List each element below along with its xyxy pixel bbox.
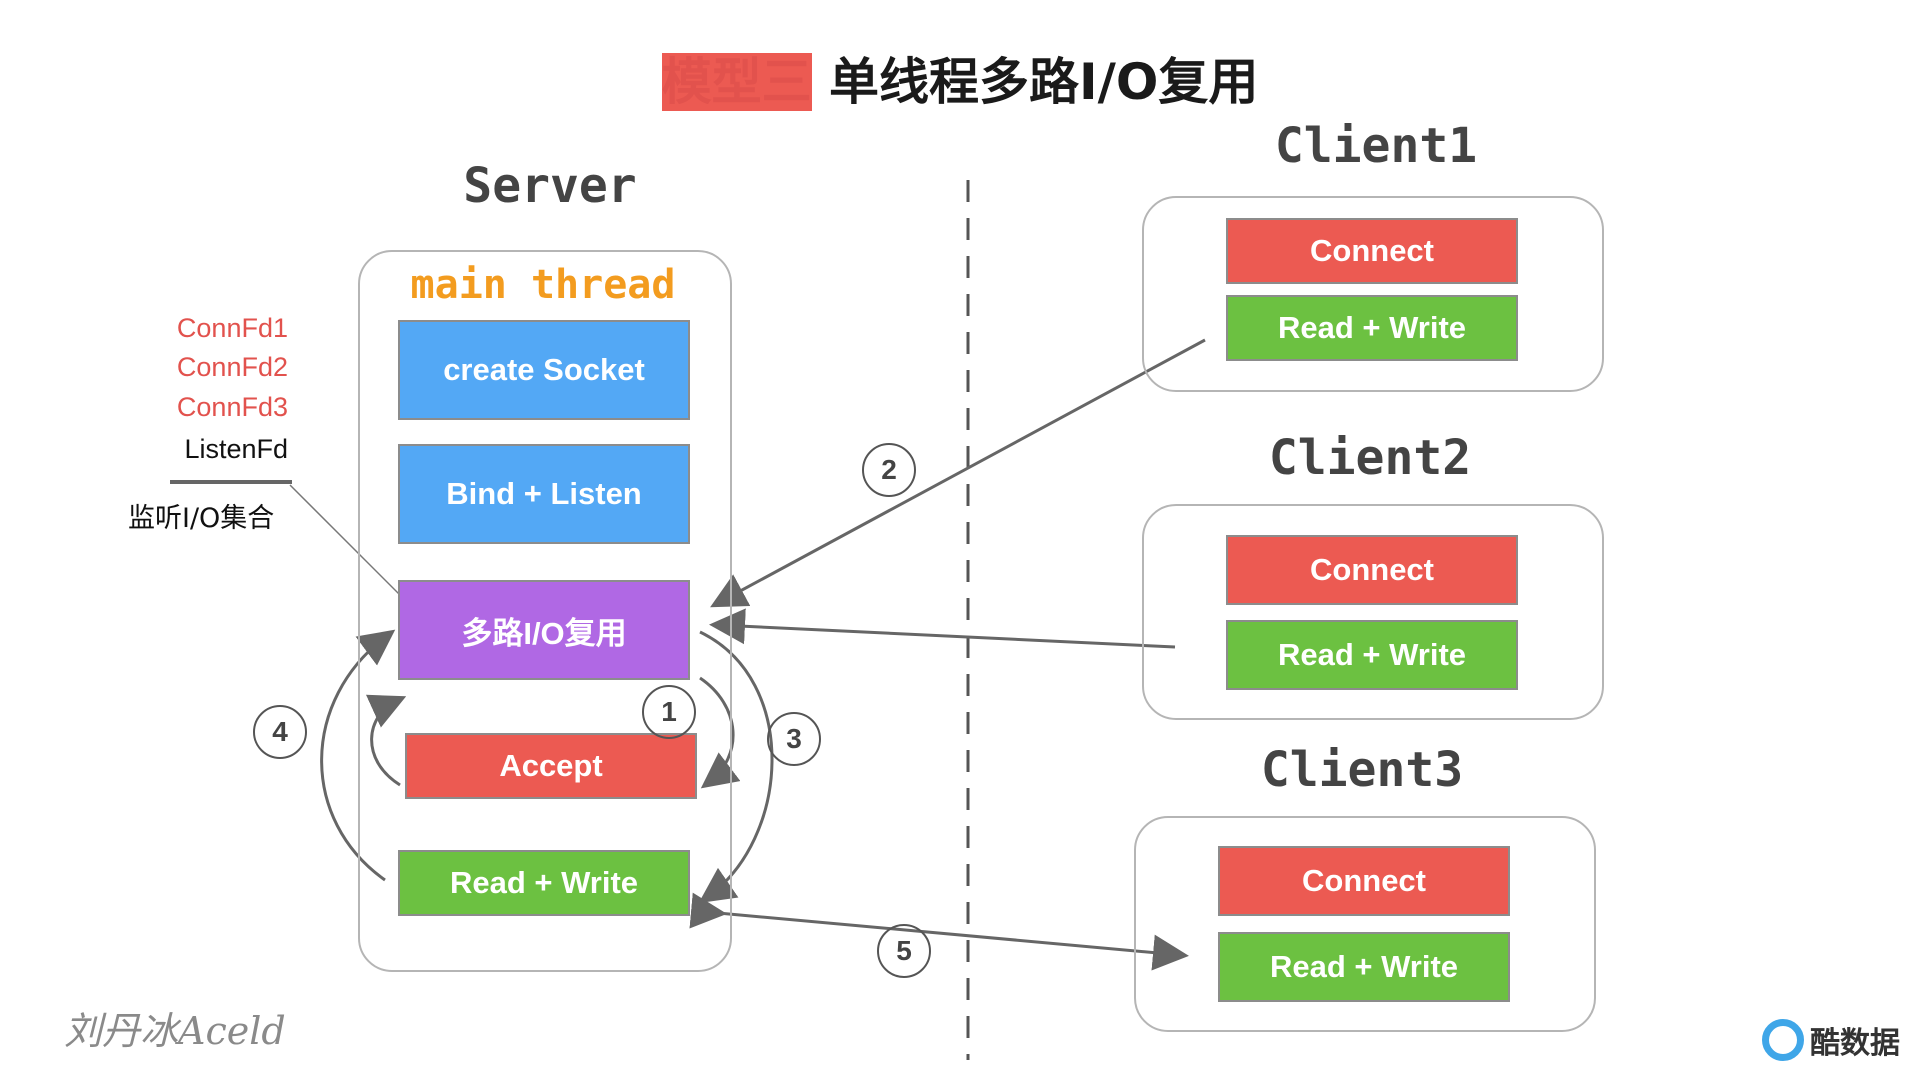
arrow-client1-to-multiplex (710, 338, 1206, 608)
watermark-logo: 酷数据 (1762, 1012, 1912, 1068)
bind-listen-block: Bind + Listen (398, 444, 690, 544)
create-socket-block: create Socket (398, 320, 690, 420)
step-circle: 4 (253, 705, 307, 759)
client2-container (1142, 504, 1604, 720)
fd-item: ConnFd3 (176, 392, 288, 422)
client1-connect-block: Connect (1226, 218, 1518, 284)
step-circle: 1 (642, 685, 696, 739)
multiplex-block: 多路I/O复用 (398, 580, 690, 680)
title-model-number: 模型三 (661, 53, 812, 111)
arrow-client2-to-multiplex (709, 608, 1176, 649)
client3-connect-block: Connect (1218, 846, 1510, 916)
client3-label: Client3 (1260, 742, 1464, 798)
arrow-multiplex-to-accept (699, 676, 741, 789)
accept-block: Accept (405, 733, 697, 799)
fd-set-caption: 监听I/O集合 (128, 503, 275, 534)
watermark-text: 酷数据 (1810, 1026, 1900, 1061)
arrow-accept-to-multiplex (365, 694, 407, 787)
main-thread-label: main thread (410, 262, 676, 308)
arrow-read-write-client3 (689, 892, 1189, 971)
step-circle: 2 (862, 443, 916, 497)
fd-item: ListenFd (184, 434, 288, 464)
step-circle: 5 (877, 924, 931, 978)
title-text: 单线程多路I/O复用 (829, 53, 1259, 111)
client2-read-write-block: Read + Write (1226, 620, 1518, 690)
client1-read-write-block: Read + Write (1226, 295, 1518, 361)
client2-label: Client2 (1268, 430, 1472, 486)
server-read-write-block: Read + Write (398, 850, 690, 916)
page-title: 模型三 单线程多路I/O复用 (0, 42, 1920, 114)
client1-container (1142, 196, 1604, 392)
client2-connect-block: Connect (1226, 535, 1518, 605)
client3-read-write-block: Read + Write (1218, 932, 1510, 1002)
client3-container (1134, 816, 1596, 1032)
fd-item: ConnFd1 (176, 313, 288, 343)
fd-item: ConnFd2 (176, 352, 288, 382)
step-circle: 3 (767, 712, 821, 766)
author-signature: 刘丹冰Aceld (64, 1009, 286, 1053)
arrow-multiplex-to-readwrite (698, 630, 774, 904)
client1-label: Client1 (1274, 118, 1478, 174)
server-container (358, 250, 732, 972)
watermark-icon (1762, 1019, 1804, 1061)
server-label: Server (463, 158, 637, 214)
